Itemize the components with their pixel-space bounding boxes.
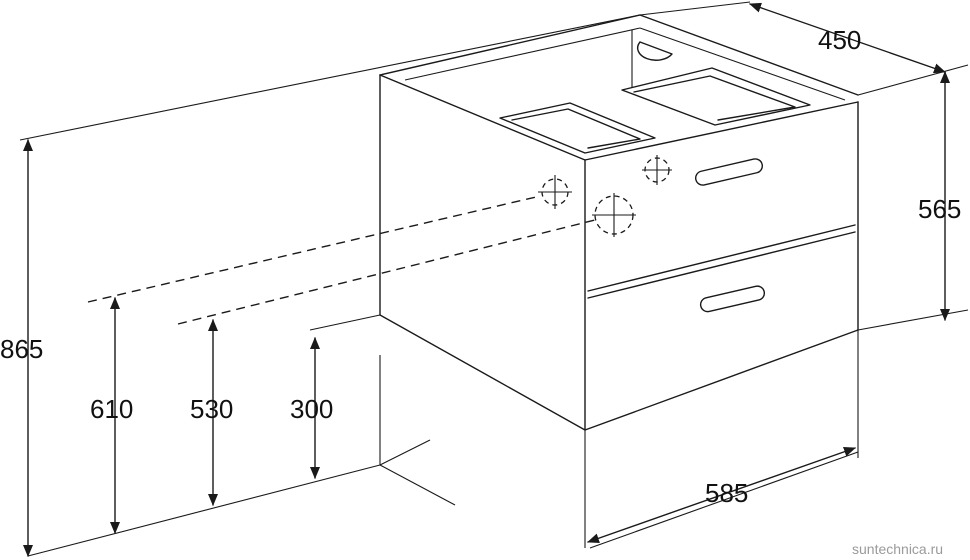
dimension-cabinet-height: 565	[857, 71, 969, 331]
crosshair-marker	[642, 155, 672, 185]
watermark: suntechnica.ru	[852, 541, 943, 557]
drawer-bottom	[699, 285, 766, 313]
dimension-label-cabinet-height: 565	[918, 194, 961, 224]
dimension-depth: 450	[749, 2, 969, 96]
dimension-drain-300: 300	[290, 337, 333, 479]
dimension-width: 585	[584, 330, 859, 548]
dimension-label-drain-300: 300	[290, 394, 333, 424]
cabinet-body	[379, 14, 859, 431]
connection-markers	[538, 155, 672, 237]
dimension-drain-530: 530	[190, 319, 233, 506]
dimension-label-total-height: 865	[0, 334, 43, 364]
crosshair-marker	[592, 193, 636, 237]
dimension-label-depth: 450	[818, 25, 861, 55]
drawer-top	[587, 158, 856, 299]
wall-outline	[19, 1, 859, 557]
drawer-organizers	[499, 41, 811, 154]
dashed-guides	[87, 196, 596, 325]
dimension-label-width: 585	[705, 478, 748, 508]
crosshair-marker	[538, 175, 572, 209]
drawer-bottom-handle	[699, 285, 766, 313]
dimension-label-drain-530: 530	[190, 394, 233, 424]
dimension-total-height: 865	[0, 139, 43, 557]
drawer-top-handle	[694, 158, 764, 186]
dimension-label-drain-610: 610	[90, 394, 133, 424]
dimension-drain-610: 610	[90, 297, 133, 534]
